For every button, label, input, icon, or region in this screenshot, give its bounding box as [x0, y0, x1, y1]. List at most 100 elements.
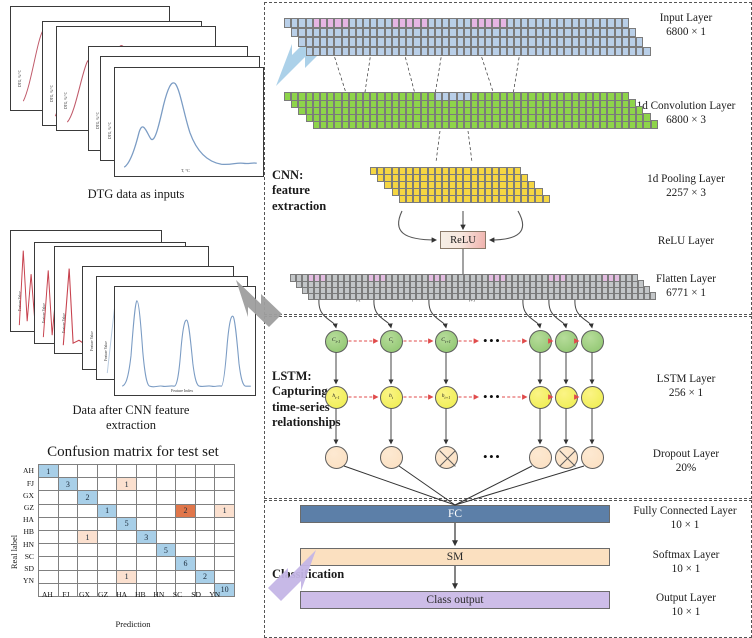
- confusion-cell: [38, 569, 59, 584]
- lstm-cell-node: [528, 329, 552, 353]
- dropout-node-disabled: [434, 445, 458, 469]
- confusion-cell: [116, 503, 137, 518]
- confusion-row-label: GX: [23, 490, 34, 500]
- confusion-cell: [135, 556, 157, 571]
- confusion-row-label: SD: [24, 563, 34, 573]
- confusion-cell: [96, 556, 118, 571]
- confusion-col-label: FJ: [62, 590, 70, 599]
- dropout-node: [379, 445, 403, 469]
- confusion-cell: [214, 477, 235, 492]
- confusion-cell: [77, 543, 98, 558]
- table-row: 5: [38, 543, 235, 558]
- layer-shape: 10 × 1: [670, 518, 700, 531]
- layer-caption-relu: ReLU Layer: [622, 235, 750, 249]
- output-bar[interactable]: Class output: [300, 591, 610, 609]
- layer-name: 1d Convolution Layer: [636, 100, 736, 112]
- layer-name: Fully Connected Layer: [633, 505, 737, 517]
- confusion-cell: [77, 463, 98, 479]
- confusion-cell: [96, 529, 118, 545]
- pool-layer-row: [370, 167, 521, 176]
- confusion-cell: [57, 529, 79, 545]
- layer-shape: 256 × 1: [668, 386, 704, 399]
- confusion-cell: [194, 529, 216, 545]
- confusion-cell: [194, 516, 216, 531]
- layer-caption-conv: 1d Convolution Layer 6800 × 3: [622, 100, 750, 128]
- dtg-ylabel: DTG, %/°C: [108, 121, 112, 139]
- softmax-bar[interactable]: SM: [300, 548, 610, 566]
- layer-name: LSTM Layer: [656, 373, 716, 385]
- layer-caption-lstm: LSTM Layer 256 × 1: [622, 373, 750, 401]
- lstm-cell-ellipsis: •••: [483, 333, 502, 348]
- confusion-cell: 1: [214, 503, 235, 518]
- confusion-cell: [194, 503, 216, 518]
- confusion-cell: [214, 569, 235, 584]
- layer-shape: 10 × 1: [671, 605, 701, 618]
- layer-caption-input: Input Layer 6800 × 1: [622, 12, 750, 40]
- layer-name: 1d Pooling Layer: [647, 173, 725, 185]
- layer-shape: 20%: [675, 461, 697, 474]
- lstm-hidden-ellipsis: •••: [483, 389, 502, 404]
- dtg-input-caption: DTG data as inputs: [87, 187, 185, 201]
- confusion-cell: [135, 516, 157, 531]
- confusion-cell: [175, 543, 196, 558]
- confusion-cell: [38, 529, 59, 545]
- input-layer-row: [298, 37, 644, 47]
- confusion-matrix-xlabel: Prediction: [115, 619, 151, 629]
- dropout-ellipsis: •••: [483, 449, 502, 464]
- confusion-col-label: HN: [153, 590, 165, 599]
- confusion-cell: 1: [116, 569, 137, 584]
- feature-plot-card-front: Feature Index: [114, 286, 256, 396]
- confusion-cell: [175, 569, 196, 584]
- confusion-cell: 6: [175, 556, 196, 571]
- confusion-cell: [57, 543, 79, 558]
- lstm-hidden-node: [580, 385, 604, 409]
- dropout-node: [324, 445, 348, 469]
- confusion-col-label: SC: [172, 590, 183, 599]
- confusion-cell: [57, 503, 79, 518]
- confusion-cell: [175, 529, 196, 545]
- dropout-node-disabled: [554, 445, 578, 469]
- fc-bar[interactable]: FC: [300, 505, 610, 523]
- layer-shape: 6800 × 3: [666, 113, 706, 126]
- layer-name: Softmax Layer: [652, 549, 720, 561]
- confusion-cell: [77, 503, 98, 518]
- lstm-cell-node: Ct+1: [434, 329, 458, 353]
- confusion-cell: [116, 556, 137, 571]
- lstm-cell-node: [580, 329, 604, 353]
- conv-layer-row: [284, 92, 629, 101]
- confusion-cell: [116, 529, 137, 545]
- layer-shape: 6771 × 1: [666, 286, 706, 299]
- confusion-cell: [214, 543, 235, 558]
- confusion-cell: [135, 463, 157, 479]
- confusion-cell: [38, 503, 59, 518]
- confusion-cell: [57, 556, 79, 571]
- confusion-cell: [96, 490, 118, 505]
- confusion-cell: 2: [175, 503, 196, 518]
- feature-xlabel: Feature Index: [171, 388, 194, 393]
- confusion-cell: 2: [77, 490, 98, 505]
- confusion-cell: [57, 463, 79, 479]
- confusion-cell: 10: [214, 582, 235, 597]
- dtg-plot-card-front: T, °C: [114, 67, 264, 177]
- confusion-cell: [155, 463, 177, 479]
- pool-layer-row: [391, 188, 543, 197]
- layer-caption-flatten: Flatten Layer 6771 × 1: [622, 273, 750, 301]
- feature-ylabel: Feature Value: [90, 331, 94, 351]
- layer-name: Dropout Layer: [652, 448, 720, 460]
- layer-caption-softmax: Softmax Layer 10 × 1: [622, 549, 750, 577]
- confusion-cell: [116, 490, 137, 505]
- conv-layer-row: [312, 120, 658, 129]
- layer-caption-fc: Fully Connected Layer 10 × 1: [618, 505, 752, 533]
- confusion-cell: [155, 477, 177, 492]
- confusion-row-label: SC: [24, 551, 34, 561]
- confusion-col-label: GZ: [98, 590, 109, 599]
- conv-layer-row: [305, 113, 651, 122]
- confusion-cell: 2: [194, 569, 216, 584]
- table-row: 5: [38, 516, 235, 531]
- confusion-cell: [175, 490, 196, 505]
- confusion-cell: [155, 490, 177, 505]
- confusion-cell: [96, 543, 118, 558]
